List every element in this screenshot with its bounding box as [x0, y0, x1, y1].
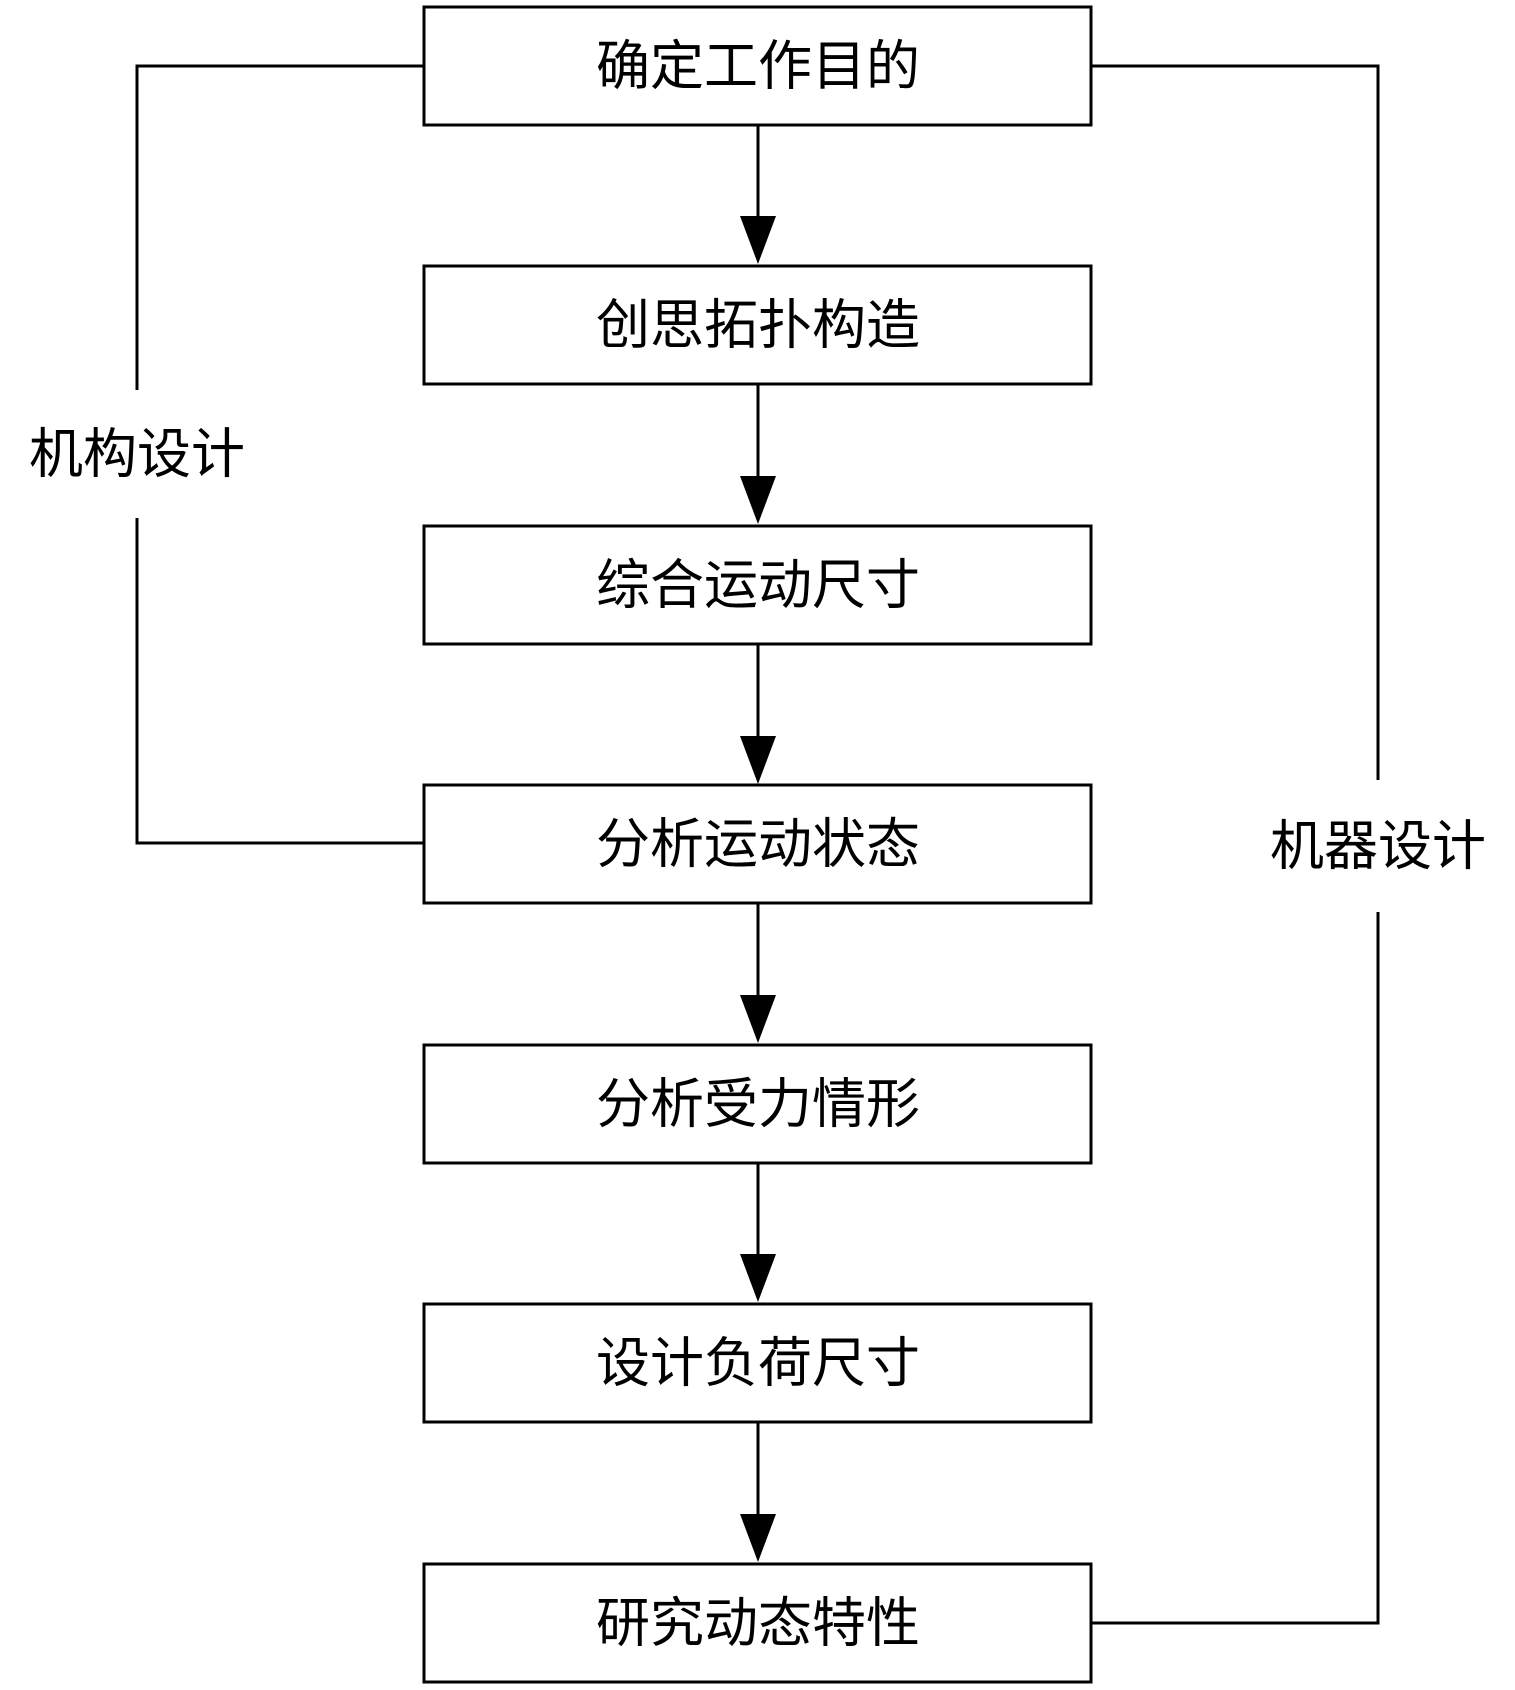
arrow-head-4 — [740, 995, 776, 1043]
step-box-5: 分析受力情形 — [422, 1043, 1093, 1165]
mechanism-design-bracket: 机构设计 — [29, 64, 424, 845]
step-label-3: 综合运动尺寸 — [596, 554, 920, 617]
arrow-3-4 — [740, 644, 776, 784]
step-box-3: 综合运动尺寸 — [422, 524, 1093, 646]
arrow-2-3 — [740, 384, 776, 524]
arrow-head-2 — [740, 476, 776, 524]
arrow-head-1 — [740, 216, 776, 264]
arrow-head-5 — [740, 1254, 776, 1302]
arrow-6-7 — [740, 1422, 776, 1562]
step-box-2: 创思拓扑构造 — [422, 264, 1093, 386]
machine-design-bracket: 机器设计 — [1091, 64, 1486, 1625]
step-label-6: 设计负荷尺寸 — [596, 1332, 920, 1395]
step-label-4: 分析运动状态 — [596, 813, 920, 876]
step-box-7: 研究动态特性 — [422, 1562, 1093, 1684]
arrow-5-6 — [740, 1163, 776, 1302]
left-bracket-bottom-segment — [135, 518, 424, 845]
right-bracket-label: 机器设计 — [1270, 815, 1486, 878]
arrows — [740, 125, 776, 1562]
arrow-1-2 — [740, 125, 776, 264]
arrow-head-3 — [740, 736, 776, 784]
step-label-7: 研究动态特性 — [596, 1592, 920, 1655]
step-box-4: 分析运动状态 — [422, 783, 1093, 905]
left-bracket-top-segment — [135, 64, 424, 390]
right-bracket-bottom-segment — [1091, 912, 1380, 1625]
arrow-4-5 — [740, 903, 776, 1043]
step-box-1: 确定工作目的 — [422, 5, 1093, 127]
step-label-5: 分析受力情形 — [596, 1073, 920, 1136]
step-label-1: 确定工作目的 — [596, 35, 920, 98]
left-bracket-label: 机构设计 — [29, 423, 245, 486]
step-box-6: 设计负荷尺寸 — [422, 1302, 1093, 1424]
arrow-head-6 — [740, 1514, 776, 1562]
right-bracket-top-segment — [1091, 64, 1380, 780]
step-label-2: 创思拓扑构造 — [596, 294, 920, 357]
